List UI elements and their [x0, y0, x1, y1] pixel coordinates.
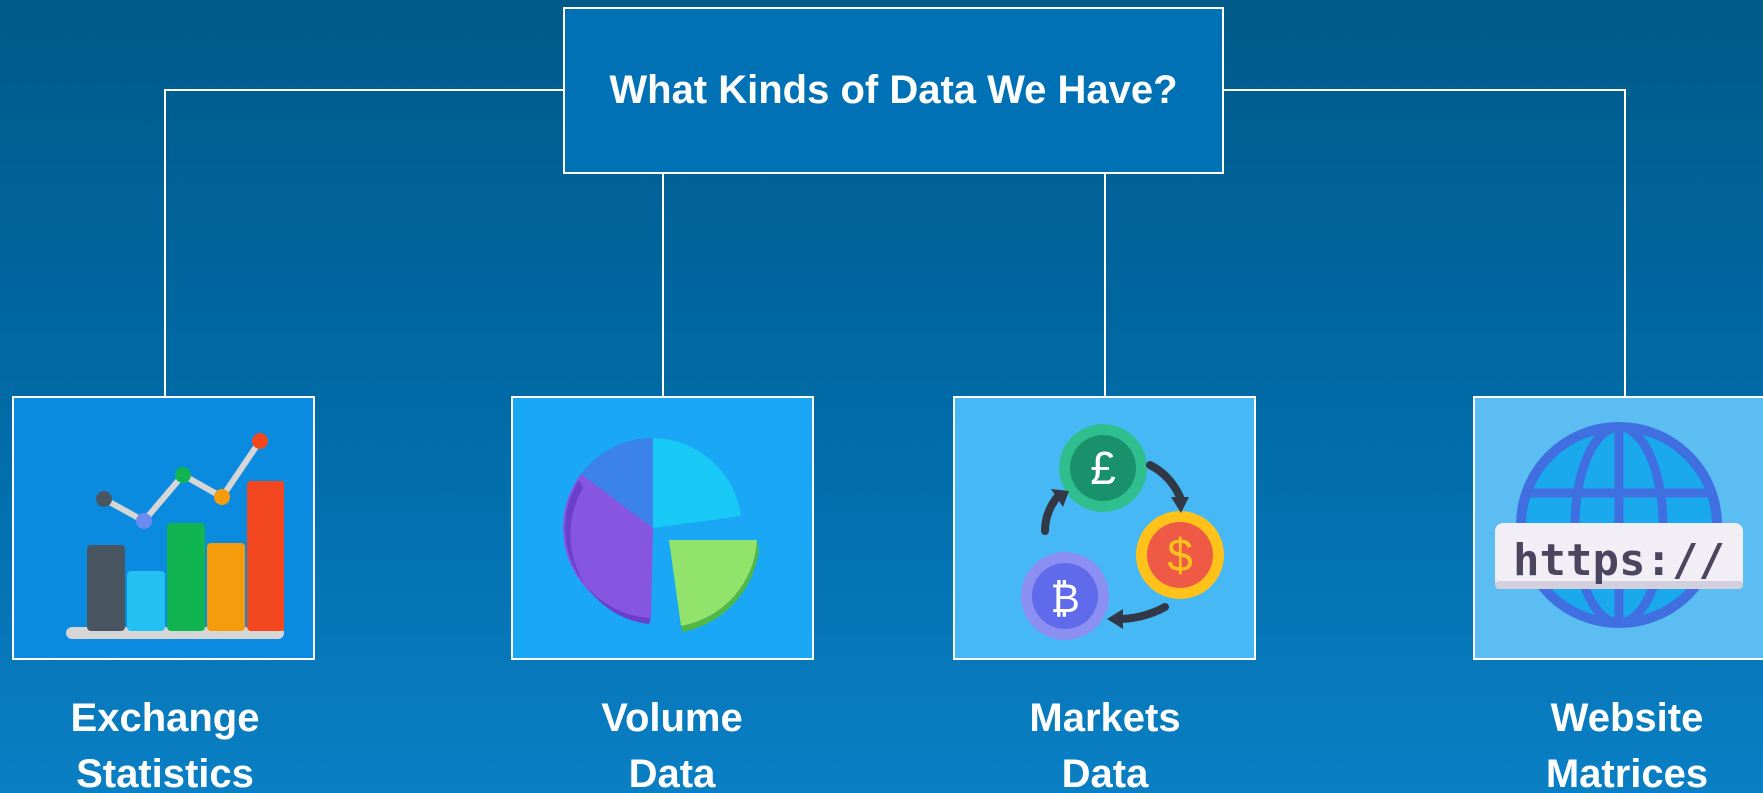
title-box: What Kinds of Data We Have? — [563, 7, 1224, 174]
pie-chart-icon — [562, 438, 759, 632]
label-website-matrices: Website Matrices — [1545, 696, 1709, 793]
card-volume-data — [511, 396, 814, 660]
label-exchange-statistics: Exchange Statistics — [70, 696, 260, 793]
globe-https-icon: https:// — [1495, 422, 1743, 628]
card-website-matrices: https:// — [1473, 396, 1763, 660]
bar-line-chart-icon — [65, 433, 284, 639]
currency-exchange-icon: £ $ ₿ — [1020, 424, 1224, 640]
https-text: https:// — [1513, 535, 1725, 586]
label-volume-data: Volume Data — [601, 696, 743, 793]
card-markets-data: £ $ ₿ — [953, 396, 1256, 660]
card-exchange-statistics — [12, 396, 315, 660]
pound-symbol: £ — [1090, 442, 1116, 494]
dollar-symbol: $ — [1167, 529, 1193, 581]
label-markets-data: Markets Data — [1029, 696, 1181, 793]
title-text: What Kinds of Data We Have? — [609, 68, 1178, 112]
bitcoin-symbol: ₿ — [1050, 576, 1080, 622]
